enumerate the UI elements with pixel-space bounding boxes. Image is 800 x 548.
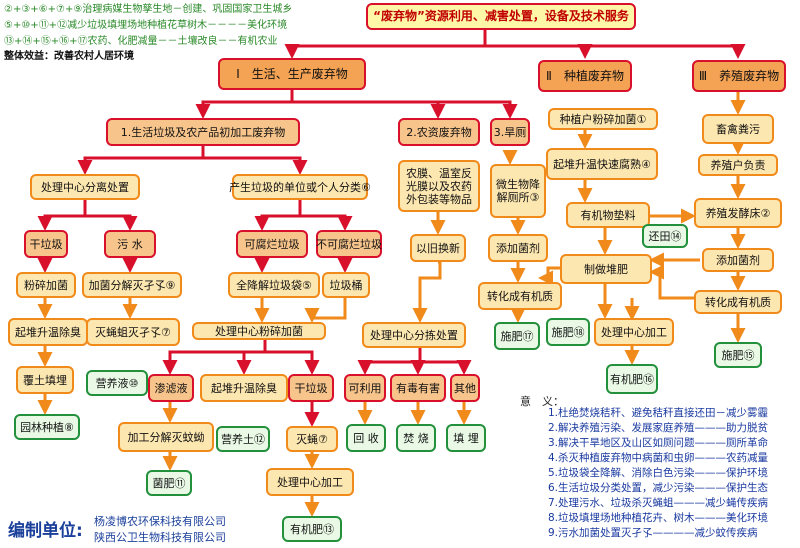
- perishable-garbage: 可腐烂垃圾: [236, 230, 308, 258]
- make-compost: 制做堆肥: [560, 254, 652, 284]
- return-to-field: 还田⑭: [642, 224, 688, 248]
- landfill: 填 埋: [446, 424, 486, 452]
- crush-add-bacteria: 粉碎加菌: [16, 272, 76, 298]
- subcategory-dry-toilet: 3.旱厕: [490, 118, 530, 146]
- degradable-bag: 全降解垃圾袋⑤: [228, 272, 320, 298]
- breeder-responsible: 养殖户负责: [698, 154, 778, 176]
- fermentation-bed: 养殖发酵床②: [694, 198, 782, 228]
- significance-item: 6.生活垃圾分类处置，减少污染———保护生态: [548, 482, 769, 494]
- compiler-company: 陕西公卫生物科技有限公司: [94, 531, 226, 544]
- garbage-bin: 垃圾桶: [322, 272, 370, 298]
- fertilize-17: 施肥⑰: [494, 322, 540, 350]
- heap-rapid-rot: 起堆升温快速腐熟④: [546, 148, 658, 180]
- microbial-toilet: 微生物降解厕所③: [490, 164, 546, 218]
- summary-line: 整体效益：改善农村人居环境: [4, 51, 134, 62]
- center-sorting-disposal: 处理中心分拣处置: [362, 322, 466, 348]
- grower-crush-bacteria: 种植户粉碎加菌①: [548, 108, 658, 130]
- significance-item: 3.解决干旱地区及山区如厕问题———厕所革命: [548, 437, 769, 449]
- kill-fly-larvae: 灭蝇蛆灭孑孓⑦: [86, 318, 180, 346]
- organic-bedding: 有机物垫料: [566, 202, 650, 228]
- convert-organic-matter-2: 转化成有机质: [694, 290, 782, 314]
- convert-organic-matter: 转化成有机质: [478, 282, 562, 310]
- process-kill-mosquito: 加工分解灭蚊蚴: [118, 422, 214, 452]
- significance-item: 5.垃圾袋全降解、消除白色污染———保护环境: [548, 467, 769, 479]
- recyclable: 可利用: [344, 374, 386, 402]
- toxic-hazardous: 有毒有害: [390, 374, 446, 402]
- nutrient-soil: 营养土⑫: [216, 426, 270, 452]
- significance-item: 4.杀灭种植废弃物中病菌和虫卵———农药减量: [548, 452, 769, 464]
- leachate: 渗滤液: [148, 374, 194, 402]
- incinerate: 焚 烧: [396, 424, 436, 452]
- center-processing: 处理中心加工: [266, 468, 354, 496]
- other-waste: 其他: [450, 374, 480, 402]
- center-processing-2: 处理中心加工: [594, 318, 674, 346]
- center-separation: 处理中心分离处置: [30, 174, 140, 200]
- significance-item: 7.处理污水、垃圾杀灭蝇蛆———减少蝇传疾病: [548, 497, 769, 509]
- recycle: 回 收: [346, 424, 386, 452]
- significance-item: 1.杜绝焚烧秸秆、避免秸秆直接还田－减少雾霾: [548, 407, 769, 419]
- root-node: “废弃物”资源利用、减害处置，设备及技术服务: [366, 3, 636, 30]
- compiler-label: 编制单位:: [8, 521, 83, 541]
- fertilize-18: 施肥⑱: [546, 318, 590, 346]
- summary-line: ⑤+⑩+⑪+⑫减少垃圾填埋场地种植花草树木－－－－美化环境: [4, 20, 288, 31]
- subcategory-household-waste: 1.生活垃圾及农产品初加工废弃物: [106, 118, 300, 146]
- category-planting: Ⅱ 种植废弃物: [538, 60, 632, 92]
- sewage: 污 水: [104, 230, 156, 258]
- non-perishable-garbage: 不可腐烂垃圾: [316, 230, 382, 258]
- nutrient-liquid: 营养液⑩: [86, 370, 148, 396]
- dry-garbage: 干垃圾: [24, 230, 68, 258]
- center-crush-bacteria: 处理中心粉碎加菌: [192, 322, 326, 340]
- ag-film-packaging: 农膜、温室反光膜以及农药外包装等物品: [398, 160, 480, 212]
- fertilize-15: 施肥⑮: [714, 342, 762, 368]
- add-bacteria-agent-2: 添加菌剂: [702, 248, 774, 272]
- add-bacteria-agent: 添加菌剂: [488, 234, 548, 262]
- garden-planting: 园林种植⑧: [14, 414, 80, 440]
- organic-fertilizer-13: 有机肥⑬: [282, 516, 342, 542]
- heap-deodorize: 起堆升温除臭: [8, 318, 88, 346]
- dry-garbage-2: 干垃圾: [288, 374, 334, 402]
- category-living-production: Ⅰ 生活、生产废弃物: [218, 58, 366, 90]
- significance-item: 8.垃圾填埋场地种植花卉、树木———美化环境: [548, 512, 769, 524]
- trade-in-old-for-new: 以旧换新: [410, 234, 466, 262]
- fly-kill-2: 灭蝇⑦: [286, 426, 338, 452]
- producer-sorting: 产生垃圾的单位或个人分类⑥: [229, 174, 371, 200]
- significance-item: 2.解决养殖污染、发展家庭养殖———助力脱贫: [548, 422, 769, 434]
- significance-title: 意 义：: [520, 395, 564, 408]
- heap-deodorize-2: 起堆升温除臭: [200, 374, 288, 402]
- organic-fertilizer-16: 有机肥⑯: [606, 364, 658, 394]
- significance-item: 9.污水加菌处置灭孑孓————减少蚊传疾病: [548, 527, 758, 539]
- summary-line: ②+③+⑥+⑦+⑨治理病媒生物孳生地－创建、巩固国家卫生城乡: [4, 4, 293, 15]
- cover-soil-landfill: 覆土填埋: [16, 366, 74, 394]
- subcategory-ag-supplies: 2.农资废弃物: [398, 118, 480, 146]
- bacteria-decompose-larvae: 加菌分解灭孑孓⑨: [82, 272, 182, 298]
- livestock-manure: 畜禽粪污: [702, 114, 774, 144]
- bacterial-fertilizer-11: 菌肥⑪: [146, 470, 192, 496]
- compiler-company: 杨凌博农环保科技有限公司: [94, 515, 226, 528]
- category-breeding: Ⅲ 养殖废弃物: [692, 60, 786, 92]
- summary-line: ⑬+⑭+⑮+⑯+⑰农药、化肥减量－－土壤改良－－有机农业: [4, 36, 278, 47]
